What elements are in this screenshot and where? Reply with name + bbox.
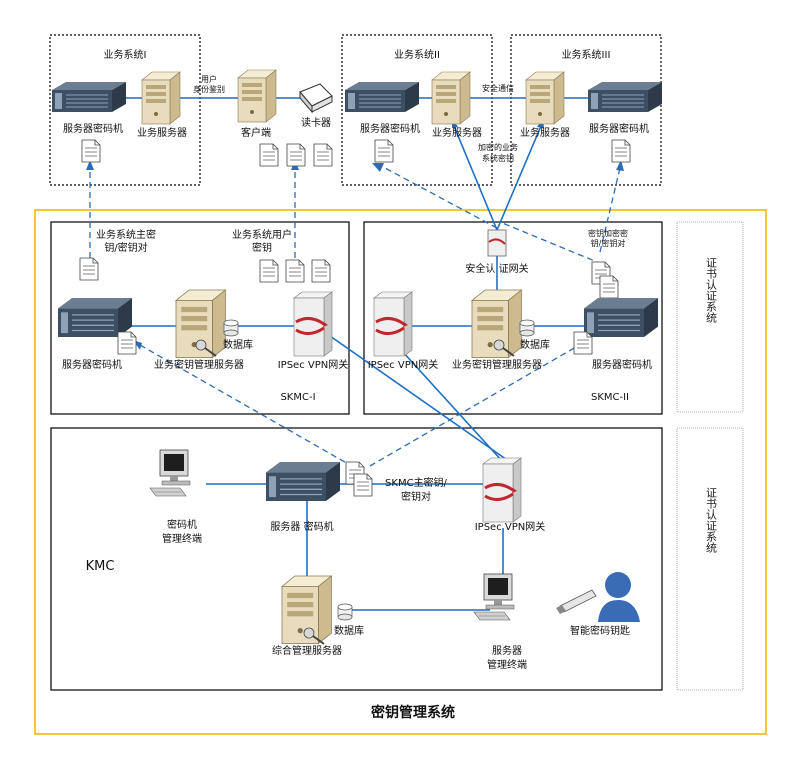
biz2-doc-icon (374, 139, 394, 163)
skmc1-user-key-2: 密钥 (252, 241, 272, 254)
kmc-db-icon (337, 603, 353, 621)
biz2-crypto-label: 服务器密码机 (360, 122, 420, 135)
kmc-box (50, 427, 663, 691)
skmc1-vpn-label: IPSec VPN网关 (278, 358, 349, 371)
crypto-terminal-icon (149, 449, 191, 497)
cert-system-panel-top (676, 221, 744, 413)
kmc-db-label: 数据库 (334, 624, 364, 637)
smartkey-label: 智能密码钥匙 (570, 624, 630, 637)
kmc-vpn-icon (481, 456, 523, 524)
encrypted-key-label-1: 加密的业务 (478, 142, 518, 152)
cert-system-label-top: 证书认证系统 (705, 257, 718, 323)
card-reader-icon (299, 83, 333, 114)
server-terminal-label-2: 管理终端 (487, 658, 527, 671)
arrowheads (86, 118, 624, 350)
kmc-title: KMC (86, 559, 115, 574)
skmc1-user-key-1: 业务系统用户 (232, 228, 292, 241)
cert-system-label-bottom: 证书认证系统 (705, 487, 718, 553)
biz-system-1-box (49, 34, 201, 186)
skmc-2-box (363, 221, 663, 415)
skmc2-rack-doc (573, 331, 593, 355)
skmc-key-label-1: SKMC主密钥/ (385, 476, 448, 489)
auth-label-2: 身份鉴别 (193, 84, 225, 94)
security-gateway-label: 安全认 证网关 (465, 262, 528, 275)
skmc1-title: SKMC-I (280, 392, 315, 403)
skmc-1-box (50, 221, 350, 415)
skmc-key-label-2: 密钥对 (401, 490, 431, 503)
security-gateway-icon (487, 229, 507, 257)
footer-title: 密钥管理系统 (370, 704, 455, 721)
server-terminal-label-1: 服务器 (492, 644, 522, 657)
biz3-server-label: 业务服务器 (520, 126, 570, 139)
biz2-server-icon (431, 71, 471, 125)
kmc-crypto-label: 服务器 密码机 (270, 520, 333, 533)
biz2-title: 业务系统II (394, 48, 440, 61)
skmc1-mgmt-label: 业务密钥管理服务器 (154, 358, 244, 371)
skmc2-vpn-label: IPSec VPN网关 (368, 358, 439, 371)
skmc2-crypto-label: 服务器密码机 (592, 358, 652, 371)
encrypted-key-label-2: 系统密钥 (482, 153, 514, 163)
skmc1-user-doc-b (285, 259, 305, 283)
skmc1-db-label: 数据库 (223, 338, 253, 351)
skmc1-user-doc-c (311, 259, 331, 283)
biz1-crypto-rack (51, 81, 127, 113)
key-enc-doc-b (599, 275, 619, 299)
biz3-crypto-rack (587, 81, 663, 113)
key-enc-label-2: 钥/密钥对 (591, 238, 626, 248)
biz1-server-icon (141, 71, 181, 125)
skmc2-vpn-icon (372, 290, 414, 358)
skmc1-vpn-icon (292, 290, 334, 358)
biz-system-2-box (341, 34, 493, 186)
skmc1-db-icon (223, 319, 239, 337)
biz1-doc-icon (81, 139, 101, 163)
skmc1-user-doc-a (259, 259, 279, 283)
skmc1-crypto-rack (57, 297, 133, 338)
server-terminal-icon (473, 573, 515, 621)
biz1-server-label: 业务服务器 (137, 126, 187, 139)
doc-icon-a (259, 143, 279, 167)
usb-key-icon (556, 589, 597, 614)
biz3-server-icon (525, 71, 565, 125)
key-enc-label-1: 密钥加密密 (588, 228, 628, 238)
crypto-terminal-label-1: 密码机 (167, 518, 197, 531)
dashed-links (89, 167, 621, 467)
client-server-icon (237, 69, 277, 123)
biz2-server-label: 业务服务器 (432, 126, 482, 139)
skmc2-mgmt-label: 业务密钥管理服务器 (452, 358, 542, 371)
skmc1-crypto-label: 服务器密码机 (62, 358, 122, 371)
key-mgmt-system-boundary (34, 209, 767, 735)
skmc1-doc-icon (79, 257, 99, 281)
auth-label-1: 用户 (201, 74, 217, 84)
skmc2-db-label: 数据库 (520, 338, 550, 351)
reader-label: 读卡器 (301, 116, 331, 129)
doc-icon-c (313, 143, 333, 167)
biz1-crypto-label: 服务器密码机 (63, 122, 123, 135)
skmc2-db-icon (519, 319, 535, 337)
client-label: 客户端 (241, 126, 271, 139)
biz-system-3-box (510, 34, 662, 186)
biz3-doc-icon (611, 139, 631, 163)
kmc-vpn-label: IPSec VPN网关 (475, 520, 546, 533)
skmc1-rack-doc (117, 331, 137, 355)
doc-icon-b (286, 143, 306, 167)
skmc2-crypto-rack (583, 297, 659, 338)
biz3-title: 业务系统III (562, 48, 611, 61)
biz1-title: 业务系统I (104, 48, 147, 61)
skmc2-title: SKMC-II (591, 392, 629, 403)
biz3-crypto-label: 服务器密码机 (589, 122, 649, 135)
skmc1-master-key-1: 业务系统主密 (96, 228, 156, 241)
crypto-terminal-label-2: 管理终端 (162, 532, 202, 545)
cert-system-panel-bottom (676, 427, 744, 691)
integrated-server-label: 综合管理服务器 (272, 644, 342, 657)
secure-comm-label: 安全通信 (482, 83, 514, 93)
kmc-doc-b (353, 473, 373, 497)
solid-links (122, 97, 588, 611)
kmc-crypto-rack (265, 461, 341, 502)
biz2-crypto-rack (344, 81, 420, 113)
skmc1-master-key-2: 钥/密钥对 (104, 241, 147, 254)
user-avatar-icon (598, 572, 640, 622)
